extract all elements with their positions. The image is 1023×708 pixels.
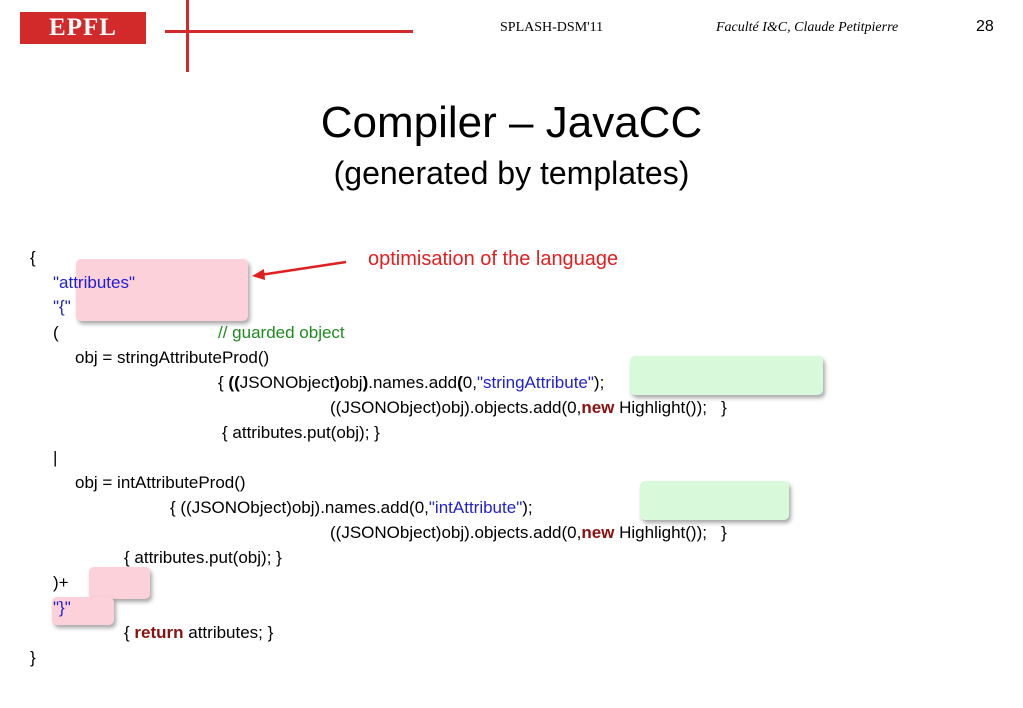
code-line-15: "}" — [53, 598, 71, 617]
header-horizontal-rule — [165, 30, 413, 33]
highlight-int-attribute — [640, 481, 789, 520]
page-number: 28 — [976, 18, 994, 35]
highlight-attributes — [76, 259, 248, 321]
arrow-icon — [252, 260, 347, 280]
code-line-13: { attributes.put(obj); } — [124, 548, 282, 567]
code-line-4: ( — [53, 323, 59, 342]
annotation-text: optimisation of the language — [368, 248, 619, 270]
code-line-6: { ((JSONObject)obj).names.add(0,"stringA… — [218, 373, 605, 392]
highlight-string-attribute — [630, 356, 823, 395]
code-line-10: obj = intAttributeProd() — [75, 473, 246, 492]
slide-title: Compiler – JavaCC — [320, 98, 703, 147]
code-line-8: { attributes.put(obj); } — [222, 423, 380, 442]
code-line-1: { — [30, 248, 36, 267]
header-vertical-rule — [186, 0, 189, 72]
code-line-2: "attributes" — [53, 273, 135, 292]
code-line-12: ((JSONObject)obj).objects.add(0,new High… — [330, 523, 727, 542]
code-line-5: obj = stringAttributeProd() — [75, 348, 270, 367]
epfl-logo: EPFL — [20, 12, 146, 44]
author-label: Faculté I&C, Claude Petitpierre — [716, 20, 899, 35]
code-line-9: | — [53, 448, 58, 467]
slide-subtitle: (generated by templates) — [333, 155, 690, 191]
highlight-plus — [89, 567, 150, 599]
code-line-11: { ((JSONObject)obj).names.add(0,"intAttr… — [170, 498, 533, 517]
code-line-3: "{" — [53, 297, 71, 316]
code-comment: // guarded object — [218, 323, 345, 342]
code-line-16: { return attributes; } — [124, 623, 274, 642]
code-line-7: ((JSONObject)obj).objects.add(0,new High… — [330, 398, 727, 417]
conference-label: SPLASH-DSM'11 — [500, 20, 604, 35]
logo-text: EPFL — [49, 14, 117, 41]
highlight-close-brace — [52, 597, 114, 625]
code-line-14: )+ — [53, 573, 69, 592]
code-line-17: } — [30, 648, 36, 667]
